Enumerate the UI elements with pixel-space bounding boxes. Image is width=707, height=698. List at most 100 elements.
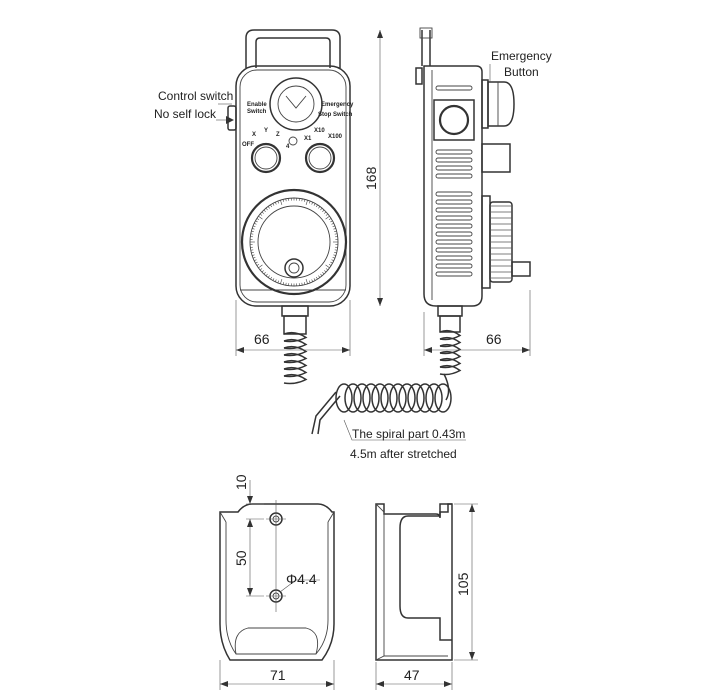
step-label-x10: X10: [314, 128, 325, 134]
bracket-cutout: [234, 627, 319, 655]
handwheel-tick: [280, 278, 283, 284]
handwheel-tick: [325, 215, 330, 220]
axis-label-y: Y: [264, 128, 268, 134]
axis-label-4: 4: [286, 144, 290, 150]
coil-loop: [362, 383, 380, 413]
handwheel-tick: [277, 280, 280, 284]
handwheel-tick: [322, 209, 325, 212]
front-view: Enable Switch Emergency Stop Switch OFF …: [227, 29, 354, 385]
bracket-side-width-dim-lines: [375, 662, 453, 690]
spiral-label-2: 4.5m after stretched: [350, 447, 457, 461]
vent-slot: [435, 149, 473, 155]
axis-label-z: Z: [276, 132, 280, 138]
bracket-front-view: [219, 500, 335, 661]
coil-loop: [389, 383, 407, 413]
spiral-label-1: The spiral part 0.43m: [352, 427, 465, 441]
handwheel-tick: [328, 218, 332, 221]
handwheel-tick: [331, 222, 334, 225]
spring-coil: [439, 329, 462, 341]
handwheel-tick: [259, 268, 263, 271]
coiled-cable: [335, 373, 452, 413]
handwheel-tick: [325, 264, 330, 269]
bracket-width-dim-lines: [219, 660, 335, 690]
coil-loop: [353, 383, 371, 413]
no-self-lock-label: No self lock: [154, 107, 217, 121]
handwheel-tick: [304, 199, 306, 202]
handwheel-tick: [325, 213, 329, 216]
handwheel-crank-inner: [288, 262, 300, 274]
bracket-height-dim-lines: [454, 503, 478, 661]
spring-coil: [439, 357, 462, 369]
bracket-height-dim: 105: [455, 572, 471, 596]
no-self-lock-arrow: [226, 116, 234, 124]
bracket-side-view: [375, 503, 453, 661]
front-spring: [283, 331, 308, 385]
coil-loop: [434, 383, 452, 413]
handwheel-tick: [270, 276, 273, 280]
handwheel-tick: [280, 200, 283, 206]
handwheel-tick: [304, 282, 306, 285]
handwheel-tick: [252, 228, 255, 230]
handwheel-tick: [305, 200, 308, 206]
handwheel-rim-lines: [490, 205, 512, 279]
handwheel-tick: [258, 215, 263, 220]
spring-coil: [283, 338, 308, 350]
side-gland-nut: [439, 315, 461, 333]
handwheel-tick: [330, 220, 333, 223]
handwheel-tick: [308, 280, 311, 284]
handwheel-tick: [333, 254, 336, 256]
side-gland-top: [437, 305, 463, 317]
handwheel-tick: [282, 282, 284, 285]
handwheel-tick: [311, 279, 314, 282]
spring-coil: [283, 352, 308, 364]
handwheel-tick: [320, 207, 323, 211]
emergency-stop-outer: [269, 77, 323, 131]
handwheel-tick: [267, 206, 270, 209]
handwheel-tick: [318, 275, 321, 278]
front-width-dim-lines: [235, 300, 351, 356]
side-width-dim-lines: [423, 290, 531, 356]
front-width-dim: 66: [254, 331, 270, 347]
bracket-top-dim: 10: [233, 474, 249, 490]
spring-coil: [439, 343, 462, 355]
height-dim: 168: [363, 166, 379, 190]
control-switch-label: Control switch: [158, 89, 233, 103]
emergency-stop-label-1: Emergency: [321, 102, 354, 108]
side-body: [423, 65, 483, 307]
vent-slot: [435, 271, 473, 277]
vent-slot: [435, 263, 473, 269]
cable-end-1: [311, 391, 337, 435]
cable-end-2: [317, 395, 341, 435]
handwheel-tick: [252, 225, 256, 228]
handwheel-tick: [332, 225, 336, 228]
vent-slot: [435, 157, 473, 163]
handwheel-tick: [261, 211, 264, 214]
handwheel-tick: [334, 230, 337, 232]
coil-connector: [443, 373, 450, 401]
axis-label-off: OFF: [242, 142, 254, 148]
handwheel-tick: [328, 263, 332, 266]
enable-switch-label-1: Enable: [247, 102, 267, 108]
enable-switch-label-2: Switch: [247, 109, 267, 115]
front-handle-outer: [245, 29, 341, 68]
step-label-x100: X100: [328, 134, 343, 140]
handwheel-tick: [265, 207, 268, 211]
handwheel-tick: [305, 278, 308, 284]
step-selector-knob: [304, 142, 336, 174]
handwheel-tick: [315, 276, 318, 280]
emergency-button-label-2: Button: [504, 65, 539, 79]
handwheel-tick: [330, 261, 333, 264]
spring-coil: [283, 345, 308, 357]
bracket-side-bottom: [375, 655, 448, 661]
handwheel-tick: [324, 270, 327, 273]
handwheel-tick: [277, 200, 280, 204]
spring-coil: [439, 336, 462, 348]
hole-dia-dim: Φ4.4: [286, 571, 317, 587]
side-view: [311, 27, 531, 435]
handwheel-tick: [318, 206, 321, 209]
vent-slot: [435, 223, 473, 229]
handwheel-tick: [315, 204, 318, 208]
handwheel-tick: [274, 279, 277, 282]
handwheel-tick: [261, 270, 264, 273]
front-body-inner: [239, 69, 347, 303]
